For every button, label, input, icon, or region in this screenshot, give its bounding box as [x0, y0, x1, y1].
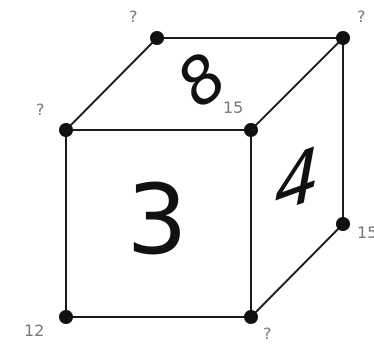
label-front-bottom-left: 12: [24, 321, 44, 340]
edge-bottom-right-diagonal: [250, 223, 344, 318]
label-front-bottom-right: ?: [263, 324, 272, 343]
vertex-front-bottom-right: [244, 310, 258, 324]
label-front-top-right: 15: [223, 98, 243, 117]
edge-top-right-diagonal: [250, 37, 344, 131]
vertex-front-top-left: [59, 123, 73, 137]
vertex-back-top-right: [336, 31, 350, 45]
face-right-number: 4: [274, 130, 320, 231]
label-back-top-right: ?: [357, 7, 366, 26]
label-back-bottom-right: 15: [357, 223, 374, 242]
edge-top-left-diagonal: [65, 37, 158, 131]
face-front-number: 3: [126, 164, 187, 276]
vertex-back-bottom-right: [336, 217, 350, 231]
label-front-top-left: ?: [36, 100, 45, 119]
vertex-back-top-left: [150, 31, 164, 45]
vertex-front-bottom-left: [59, 310, 73, 324]
label-back-top-left: ?: [129, 7, 138, 26]
vertex-front-top-right: [244, 123, 258, 137]
